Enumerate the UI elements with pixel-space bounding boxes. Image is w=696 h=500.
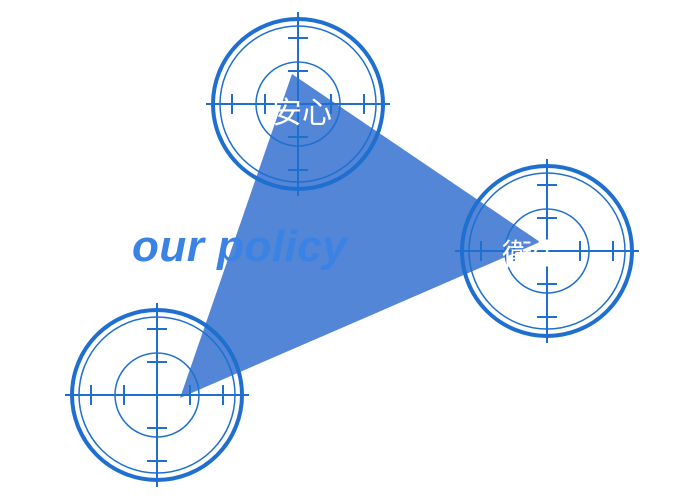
- policy-heading: our policy: [132, 222, 348, 271]
- policy-triangle: [180, 74, 540, 398]
- node-label-right: 衛生: [502, 238, 562, 273]
- node-label-top: 安心: [272, 96, 332, 131]
